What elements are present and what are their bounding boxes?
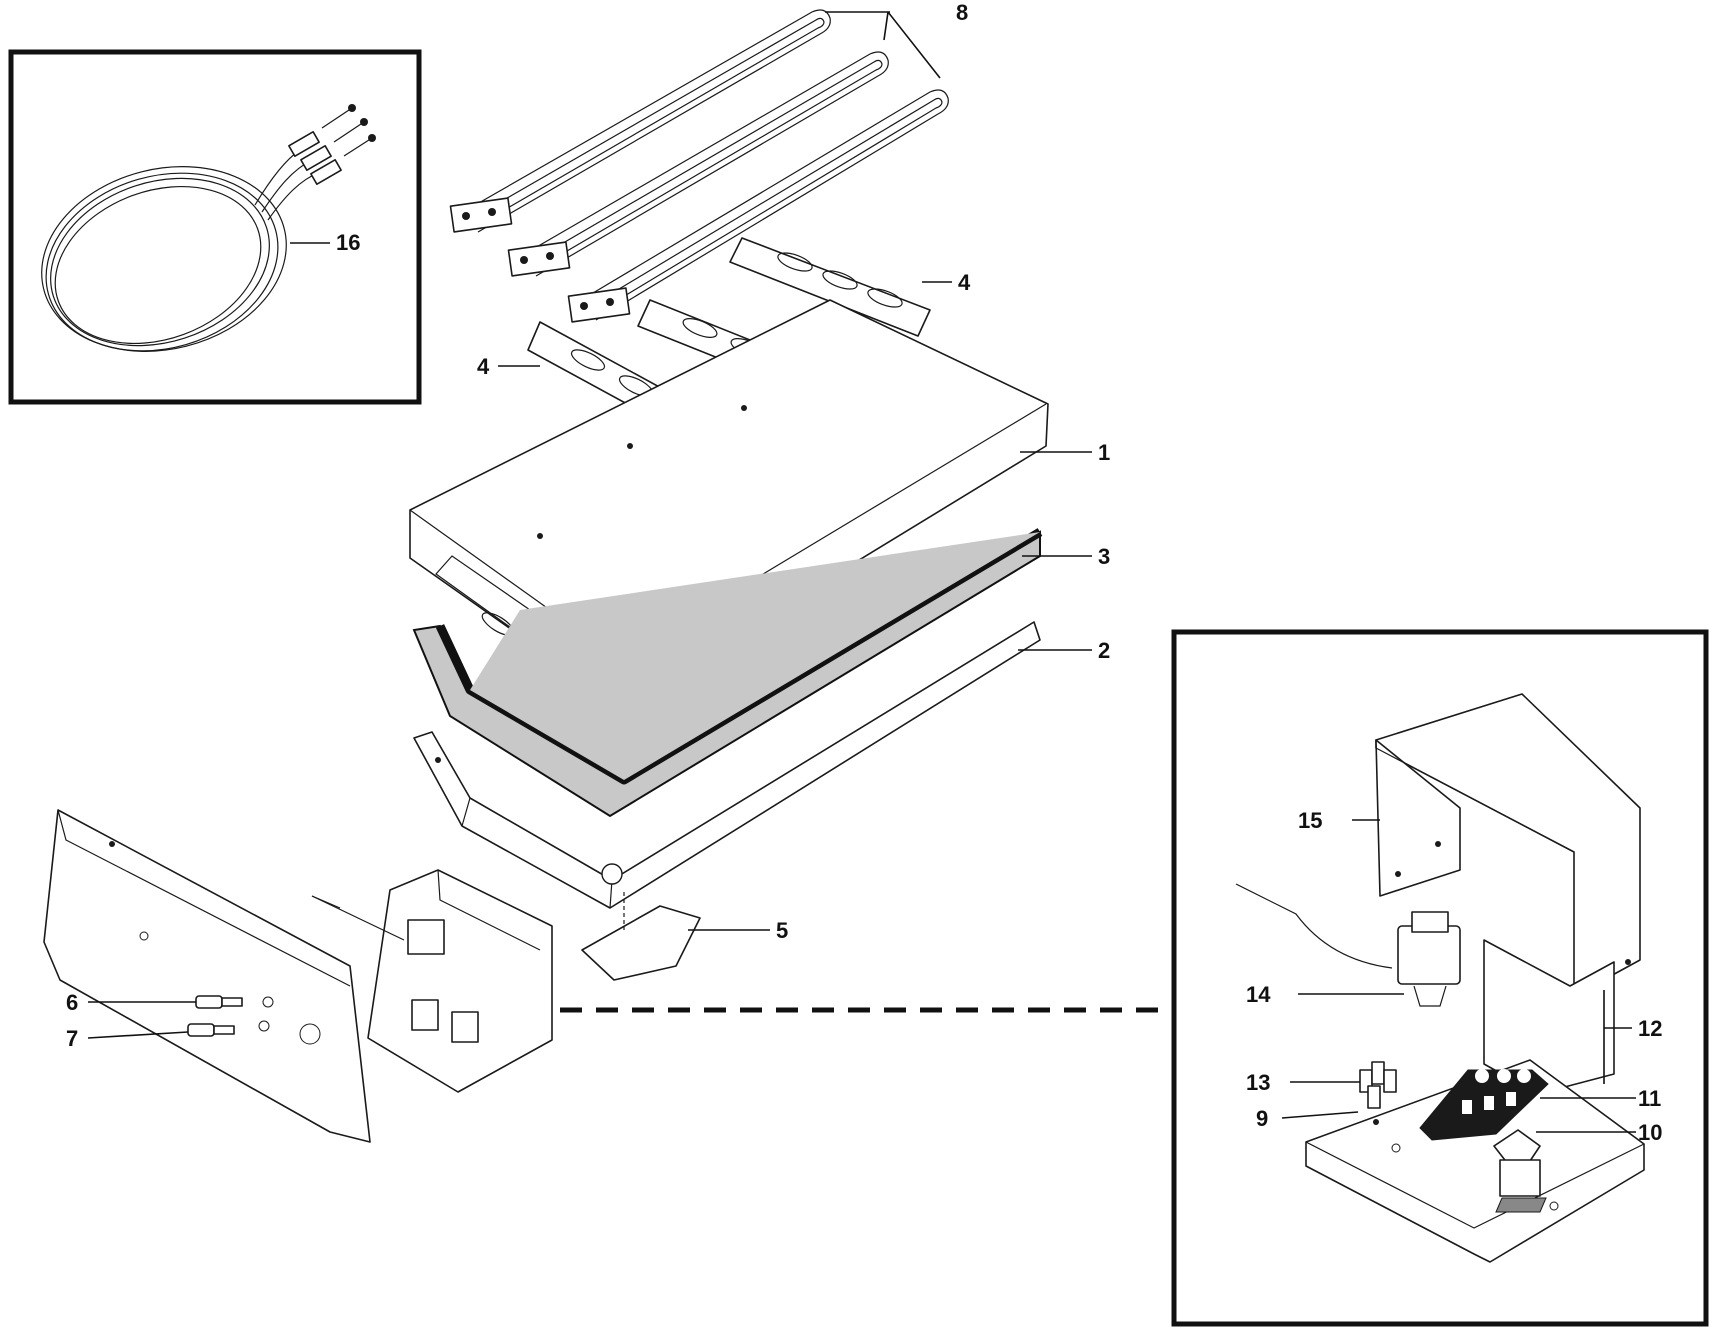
control-cover <box>1375 693 1641 1095</box>
callout-15: 15 <box>1298 808 1322 833</box>
thermostat: 14 <box>1235 883 1461 1007</box>
callout-4-right: 4 <box>958 270 971 295</box>
callout-11: 11 <box>1638 1086 1661 1111</box>
callout-5: 5 <box>776 918 788 943</box>
base-plate: 9 <box>1256 1059 1645 1263</box>
callout-6: 6 <box>66 990 78 1015</box>
callout-16: 16 <box>336 230 360 255</box>
insulation-blanket: 3 <box>412 528 1110 818</box>
callout-2: 2 <box>1098 638 1110 663</box>
cover-plate: 5 <box>581 892 788 981</box>
terminal-block-13: 13 <box>1246 1061 1397 1109</box>
wire-harness-inset: 16 <box>8 49 422 405</box>
lower-reflector-pan: 2 <box>413 621 1110 909</box>
wire-harness-coil <box>41 149 321 352</box>
callout-3: 3 <box>1098 544 1110 569</box>
support-bracket-right: 4 <box>729 237 971 337</box>
relay-10: 10 <box>1493 1120 1662 1213</box>
callout-10: 10 <box>1638 1120 1662 1145</box>
callout-4-left: 4 <box>477 354 490 379</box>
callout-9: 9 <box>1256 1106 1268 1131</box>
heating-element-2 <box>507 51 889 277</box>
control-detail-inset: 15 14 12 13 9 <box>1171 629 1709 1327</box>
heating-element-3 <box>567 89 949 323</box>
callout-8: 8 <box>956 0 968 25</box>
callout-1: 1 <box>1098 440 1110 465</box>
callout-13: 13 <box>1246 1070 1270 1095</box>
callout-7: 7 <box>66 1026 78 1051</box>
heating-element-1 <box>449 9 831 233</box>
heating-elements: 8 <box>449 0 968 323</box>
contactor-block: 11 <box>1419 1069 1661 1141</box>
wire-terminals <box>288 104 376 185</box>
switch-7: 7 <box>66 1023 235 1051</box>
control-box-small <box>311 869 553 1093</box>
callout-12: 12 <box>1638 1016 1662 1041</box>
callout-14: 14 <box>1246 982 1271 1007</box>
switch-6: 6 <box>66 990 243 1015</box>
front-panel <box>43 809 371 1143</box>
